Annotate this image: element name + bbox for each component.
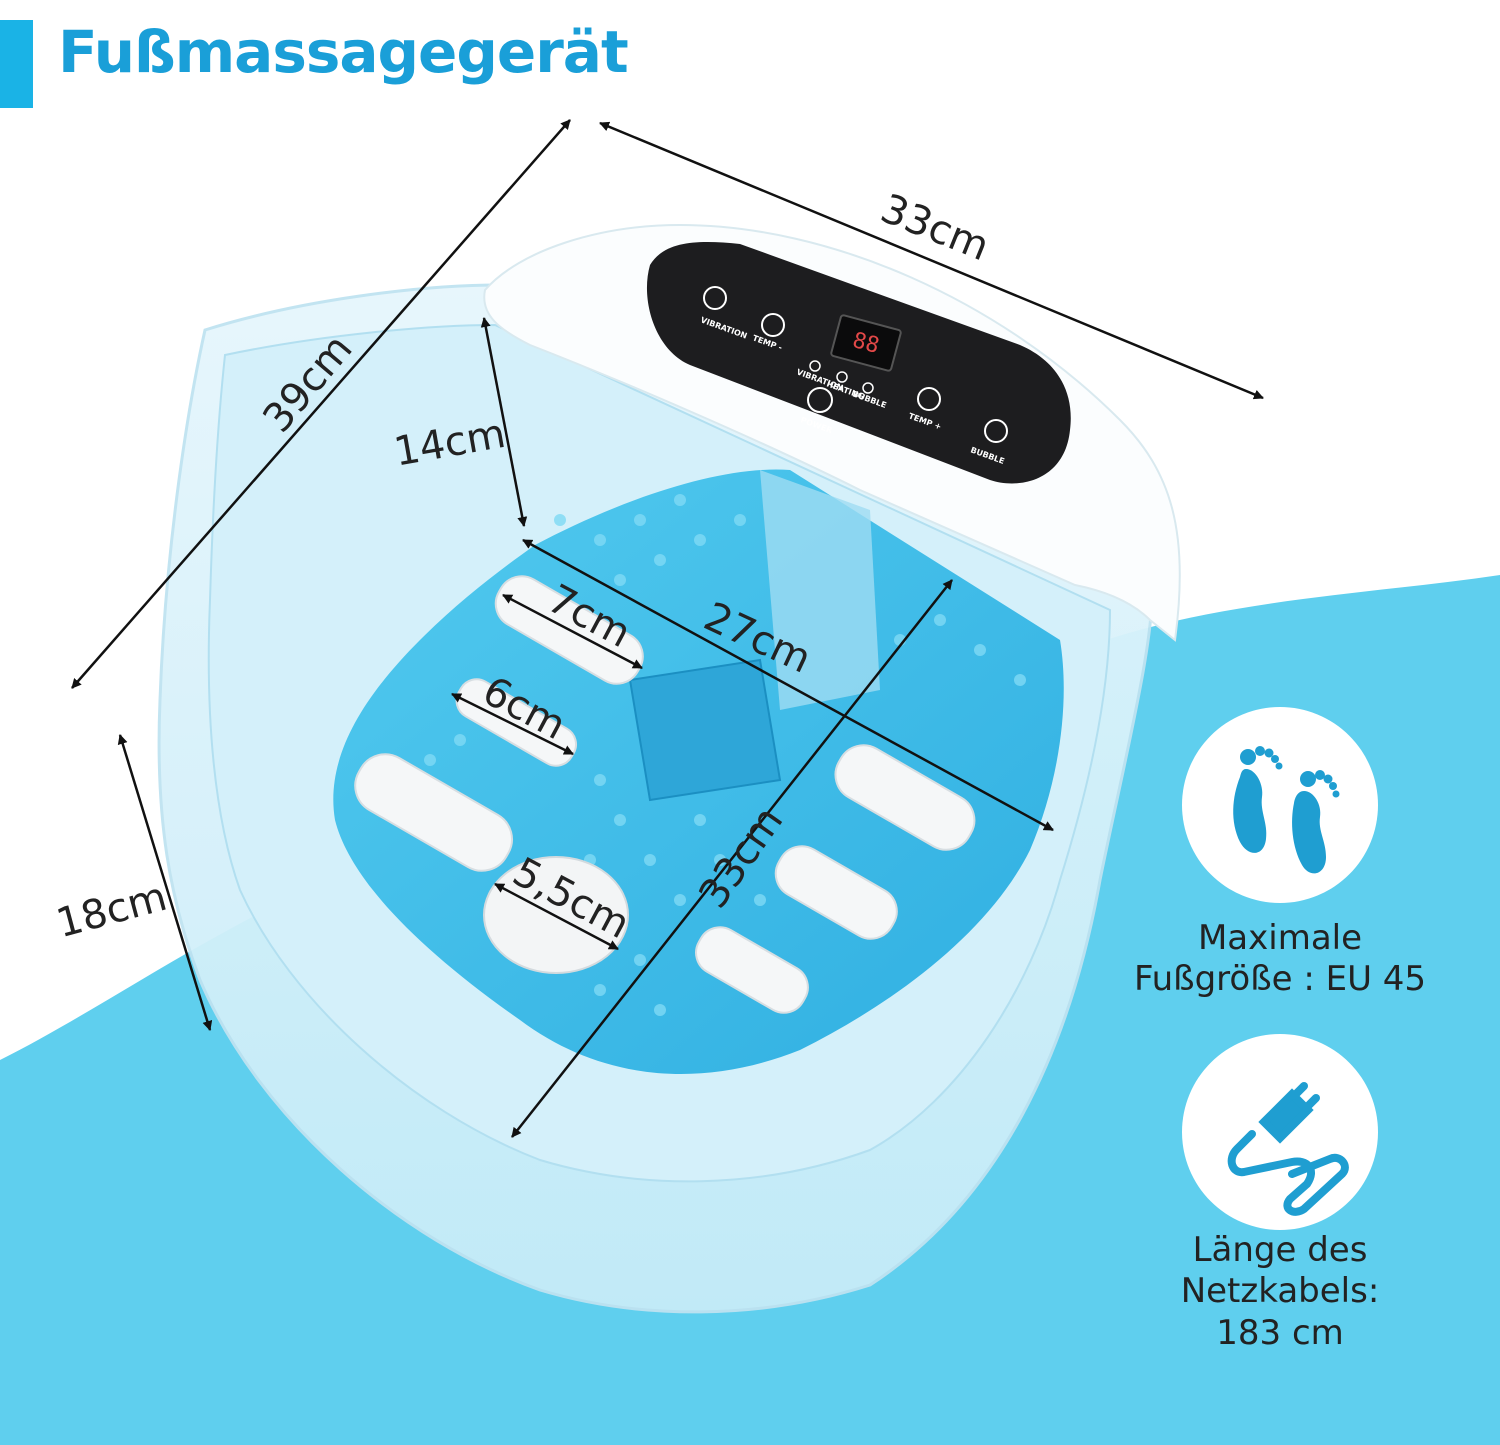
roller-6cm-line xyxy=(451,692,574,756)
cable-length-line1: Länge des xyxy=(1192,1230,1368,1270)
foot-size-line1: Maximale xyxy=(1197,918,1363,958)
depth-line xyxy=(71,119,571,689)
feet-icon xyxy=(1233,746,1340,874)
page-title: Fußmassagegerät xyxy=(58,18,629,86)
feature-cable-length: Länge des Netzkabels: 183 cm xyxy=(1110,1230,1450,1354)
cable-icon-circle xyxy=(1182,1034,1378,1230)
bubble-icon xyxy=(984,419,1008,443)
feet-icon-circle xyxy=(1182,707,1378,903)
power-cable-icon xyxy=(1227,1082,1349,1216)
disc-line xyxy=(494,882,619,951)
inner-length-line xyxy=(511,579,953,1138)
outer-height-line xyxy=(117,734,213,1031)
inner-height-line xyxy=(480,317,528,527)
roller-left-bottom xyxy=(354,753,513,872)
dimension-lines xyxy=(71,119,1264,1138)
title-accent-bar xyxy=(0,20,33,108)
width-label: 33cm xyxy=(874,186,995,271)
feature-foot-size: Maximale Fußgröße : EU 45 xyxy=(1110,918,1450,1001)
roller-7cm-line xyxy=(502,593,643,670)
cable-length-line3: 183 cm xyxy=(1216,1312,1344,1353)
foot-size-line2: Fußgröße : EU 45 xyxy=(1133,959,1427,1000)
width-line xyxy=(599,121,1264,400)
center-pump-unit xyxy=(628,658,782,802)
outer-height-label: 18cm xyxy=(52,874,172,947)
cable-length-line2: Netzkabels: xyxy=(1180,1271,1380,1312)
